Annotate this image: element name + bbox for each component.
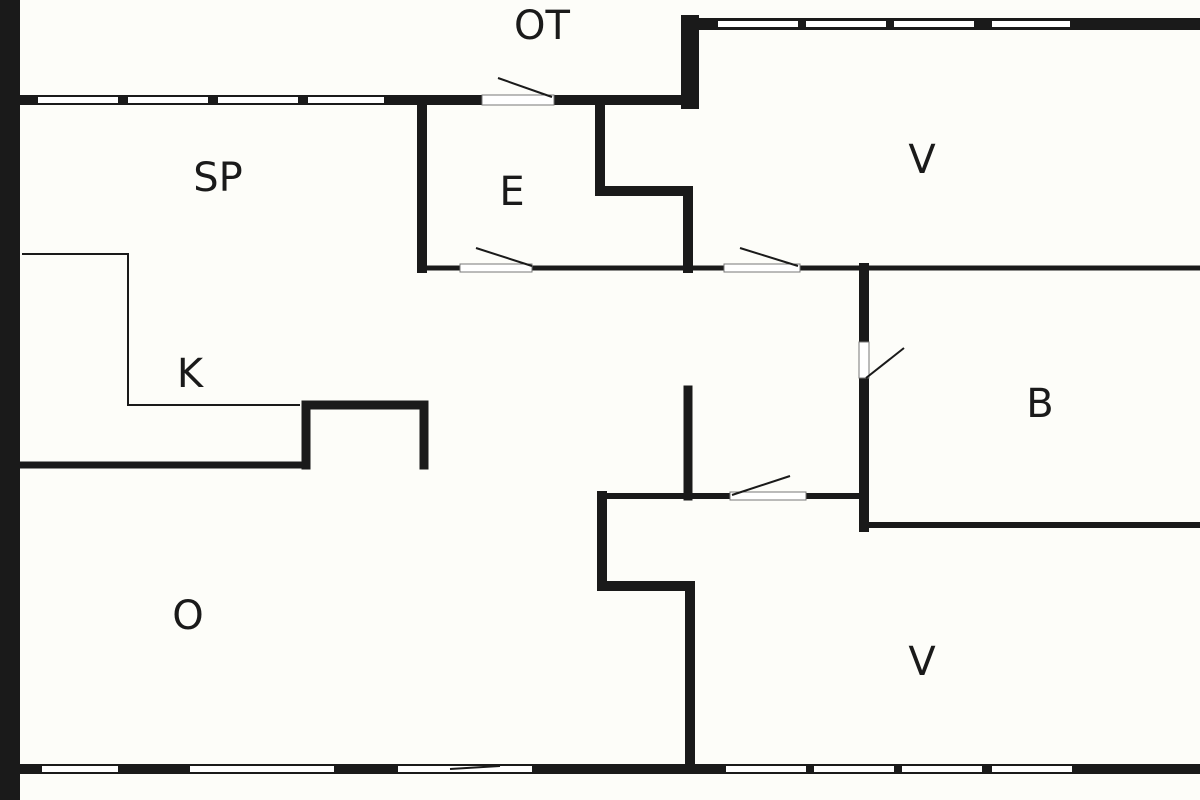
door-swing [497,77,553,98]
door-swing [731,475,791,496]
kitchen-counter-outline [22,253,300,406]
window [38,97,118,103]
window [308,97,384,103]
window [726,766,806,772]
room-label-b: B [1026,381,1053,427]
door-opening [858,341,870,379]
door-swing [449,765,501,770]
door-swing [475,247,533,267]
window [902,766,982,772]
doors [449,77,905,770]
window [806,21,886,27]
window [42,766,118,772]
window [718,21,798,27]
window [218,97,298,103]
door-swing [865,347,905,379]
window [128,97,208,103]
wall-o-v-stepped [597,491,695,773]
room-label-e: E [499,169,524,215]
window [894,21,974,27]
room-label-sp: SP [193,155,243,201]
wall-k-niche [301,400,429,470]
door-opening [459,263,533,273]
door-opening [723,263,801,273]
window [190,766,334,772]
door-swing [739,247,799,267]
room-label-ot: OT [514,3,570,49]
door-opening [481,94,555,106]
room-label-v-top: V [908,137,936,183]
door-opening [729,491,807,501]
wall-e-v-stepped [595,95,693,273]
room-label-k: K [177,351,205,397]
room-label-v-bottom: V [908,639,936,685]
window [992,21,1070,27]
room-labels: OT SP E V K B O V [172,3,1053,685]
window [814,766,894,772]
window [992,766,1072,772]
room-label-o: O [172,593,203,639]
